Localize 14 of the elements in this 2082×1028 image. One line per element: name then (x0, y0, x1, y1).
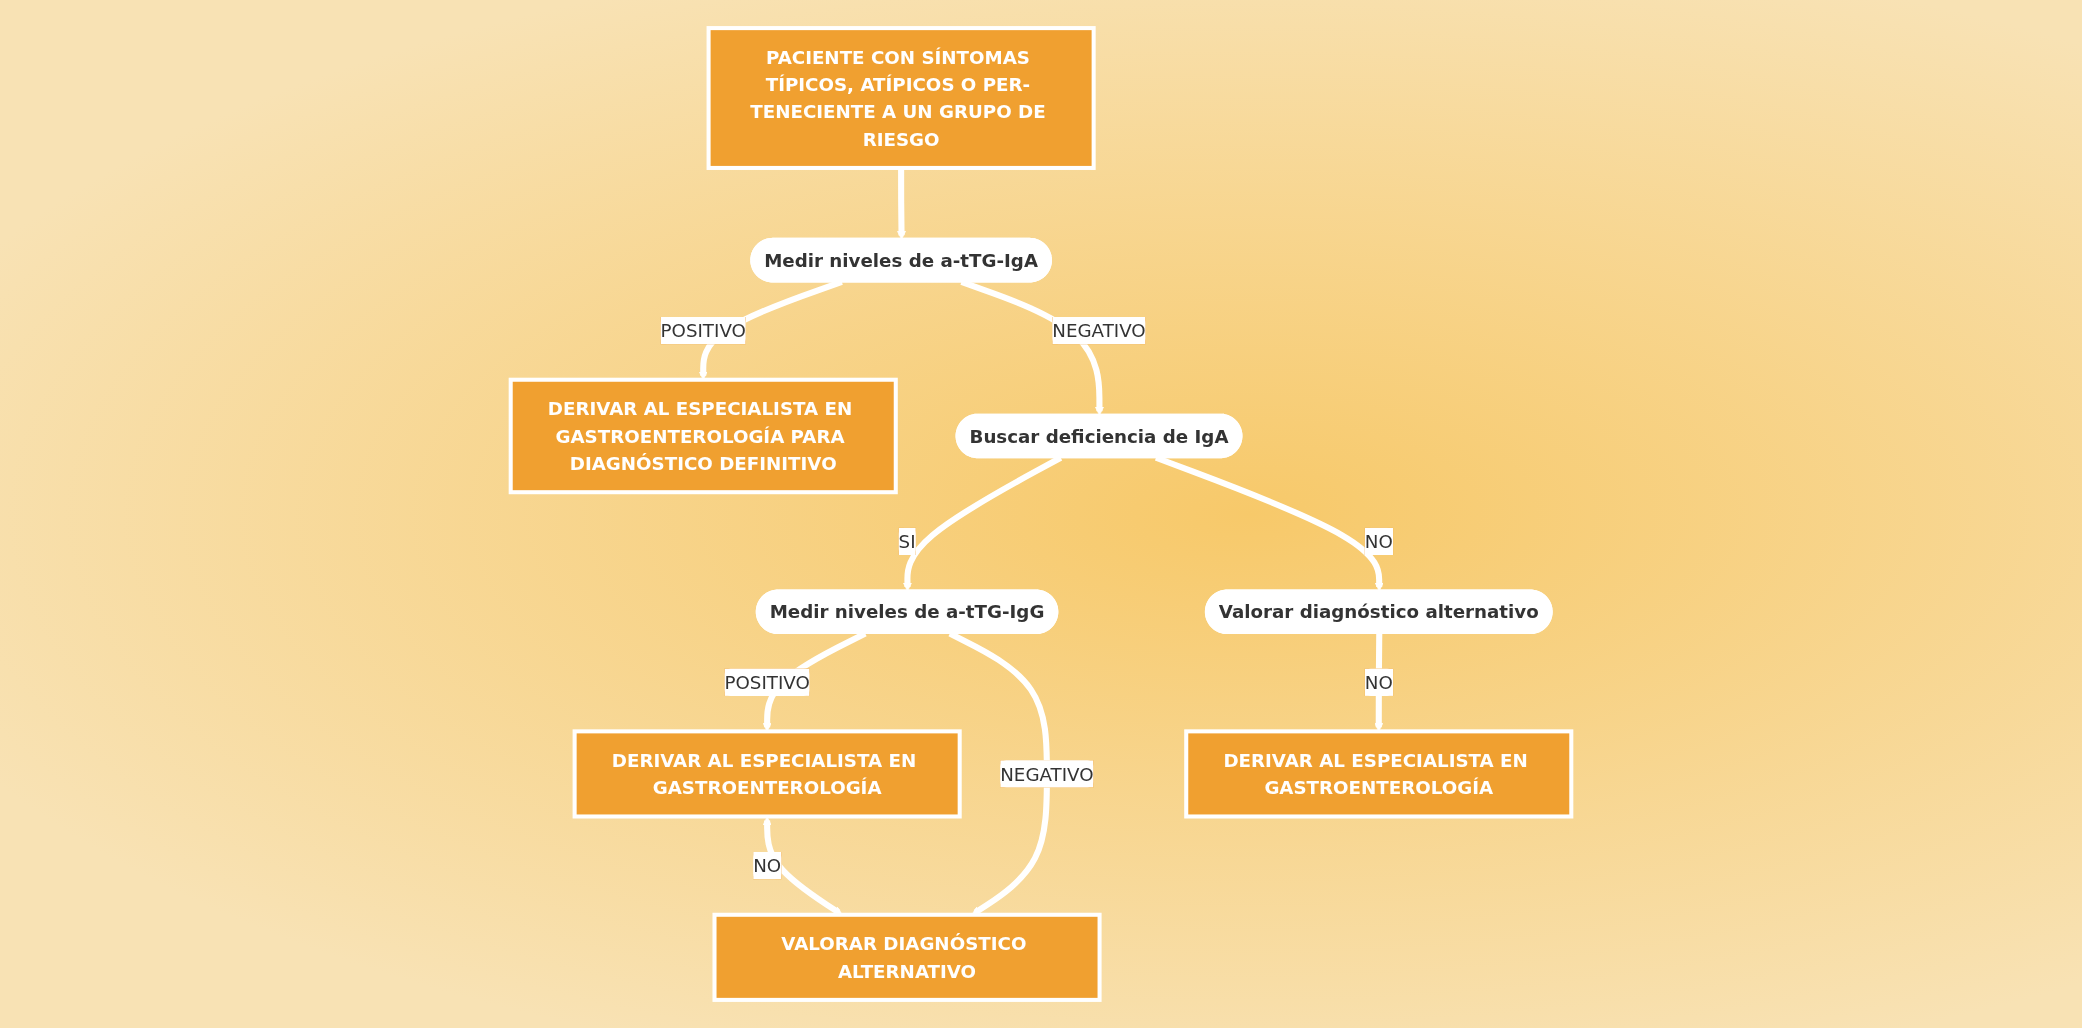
node-box: DERIVAR AL ESPECIALISTA EN GASTROENTEROLOGÍA (572, 729, 962, 819)
edge-label: NO (753, 854, 782, 877)
edge-label: NEGATIVO (1052, 319, 1146, 342)
node-box: PACIENTE CON SÍNTOMAS TÍPICOS, ATÍPICOS O PER- TENECIENTE A UN GRUPO DE RIESGO (706, 26, 1096, 170)
node-box: DERIVAR AL ESPECIALISTA EN GASTROENTEROLOGÍA PARA DIAGNÓSTICO DEFINITIVO (508, 377, 898, 495)
arrow (897, 167, 906, 240)
node-box: VALORAR DIAGNÓSTICO ALTERNATIVO (712, 912, 1102, 1002)
edge-label: NEGATIVO (1000, 763, 1094, 785)
edge-label: NO (1364, 530, 1393, 552)
edge-label: SI (898, 530, 916, 552)
edge-label: NO (1364, 671, 1393, 693)
edge-label: POSITIVO (724, 671, 810, 693)
node-box: DERIVAR AL ESPECIALISTA EN GASTROENTEROLOGÍA (1184, 729, 1574, 819)
edge-label: POSITIVO (660, 319, 746, 342)
